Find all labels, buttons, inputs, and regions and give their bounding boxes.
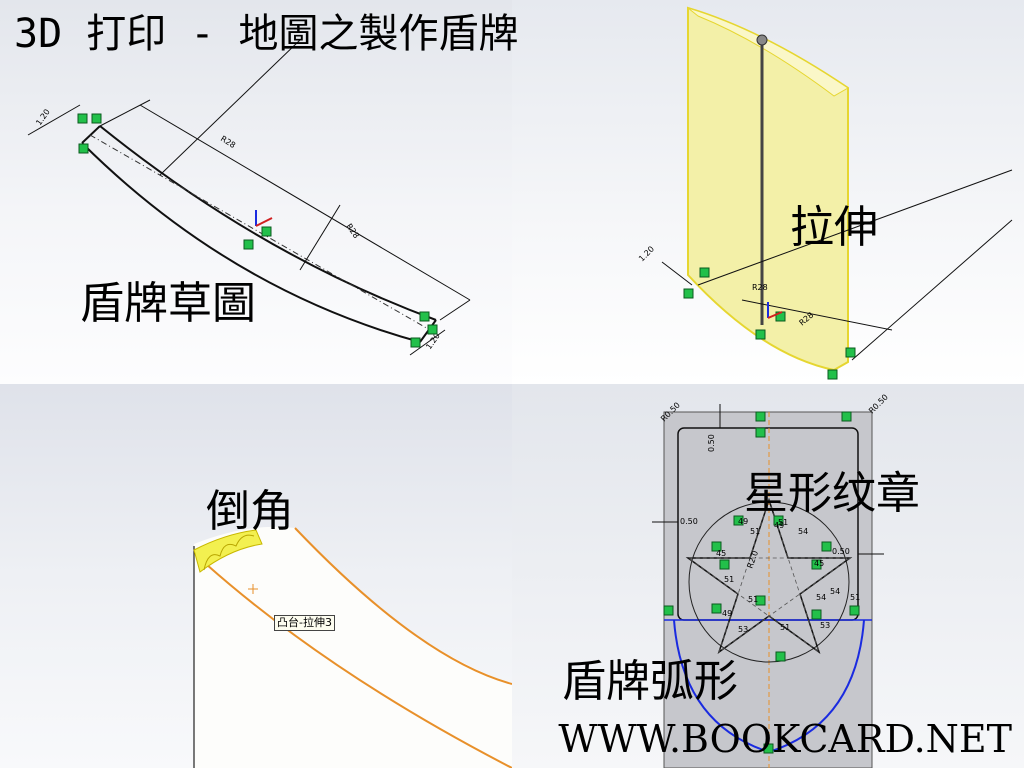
dim-line-r28 bbox=[697, 169, 1013, 286]
extrude-panel: 1.20 R28 R28 拉伸 bbox=[512, 0, 1024, 384]
dim-050-left: 0.50 bbox=[680, 517, 698, 526]
part-face bbox=[194, 526, 512, 768]
constraint-number: 49 bbox=[738, 517, 748, 526]
sketch-panel: 1.20 R28 R28 1.20 盾牌草圖 bbox=[0, 0, 512, 384]
constraint-number: 54 bbox=[830, 587, 840, 596]
dim-050-top: 0.50 bbox=[707, 434, 716, 452]
origin-x bbox=[255, 217, 273, 227]
edge-top bbox=[294, 527, 512, 685]
constraint-number: 51 bbox=[778, 518, 788, 527]
constraint-number: 51 bbox=[724, 575, 734, 584]
fillet-canvas bbox=[193, 526, 512, 768]
emblem-canvas: R0.50 R0.50 0.50 0.50 0.50 R2.0 49 51 54… bbox=[652, 393, 890, 768]
centerline bbox=[89, 134, 431, 331]
constraint-number: 49 bbox=[722, 609, 732, 618]
dim-label-2: R28 bbox=[219, 134, 237, 150]
dim-050-right: 0.50 bbox=[832, 547, 850, 556]
dim-label-3: R28 bbox=[344, 222, 360, 240]
constraint-number: 51 bbox=[850, 593, 860, 602]
star-label: 星形纹章 bbox=[744, 468, 920, 519]
sketch-canvas: 1.20 R28 R28 1.20 bbox=[27, 39, 471, 356]
shield-end-left bbox=[81, 125, 101, 144]
dim-label-2: R28 bbox=[752, 283, 768, 292]
constraint-number: 45 bbox=[716, 549, 726, 558]
dim-label-1: 1.20 bbox=[637, 244, 656, 263]
constraint-number: 51 bbox=[780, 623, 790, 632]
fillet-panel: 倒角 凸台-拉伸3 bbox=[0, 384, 512, 768]
shield-arc-top bbox=[99, 125, 437, 321]
fillet-highlight bbox=[193, 529, 263, 573]
dim-line-r28-a bbox=[139, 104, 471, 301]
constraint-number: 53 bbox=[820, 621, 830, 630]
constraint-number: 49 bbox=[774, 521, 784, 530]
dim-line-r28-b bbox=[159, 39, 301, 176]
star-construction bbox=[686, 498, 852, 654]
dim-label-1: 1.20 bbox=[34, 107, 52, 127]
constraint-number: 45 bbox=[814, 559, 824, 568]
edge-bottom bbox=[205, 563, 512, 768]
feature-tooltip: 凸台-拉伸3 bbox=[274, 615, 335, 631]
site-watermark: WWW.BOOKCARD.NET bbox=[558, 717, 1012, 761]
constraint-number: 54 bbox=[816, 593, 826, 602]
constraint-number: 51 bbox=[748, 595, 758, 604]
dim-r050-right: R0.50 bbox=[867, 393, 890, 416]
shield-arc-bottom bbox=[81, 142, 421, 343]
constraint-number: 54 bbox=[798, 527, 808, 536]
page-title: 3D 打印 - 地圖之製作盾牌 bbox=[14, 11, 519, 57]
sketch-label: 盾牌草圖 bbox=[80, 278, 256, 329]
emblem-panel: R0.50 R0.50 0.50 0.50 0.50 R2.0 49 51 54… bbox=[512, 384, 1024, 768]
extrude-top-face bbox=[687, 7, 849, 97]
extrude-canvas: 1.20 R28 R28 bbox=[637, 6, 1013, 380]
fillet-label: 倒角 bbox=[206, 486, 294, 537]
extrude-label: 拉伸 bbox=[790, 202, 878, 253]
constraint-number: 53 bbox=[738, 625, 748, 634]
arc-label: 盾牌弧形 bbox=[562, 656, 738, 707]
shield-plate bbox=[663, 411, 873, 768]
constraint-number: 51 bbox=[750, 527, 760, 536]
